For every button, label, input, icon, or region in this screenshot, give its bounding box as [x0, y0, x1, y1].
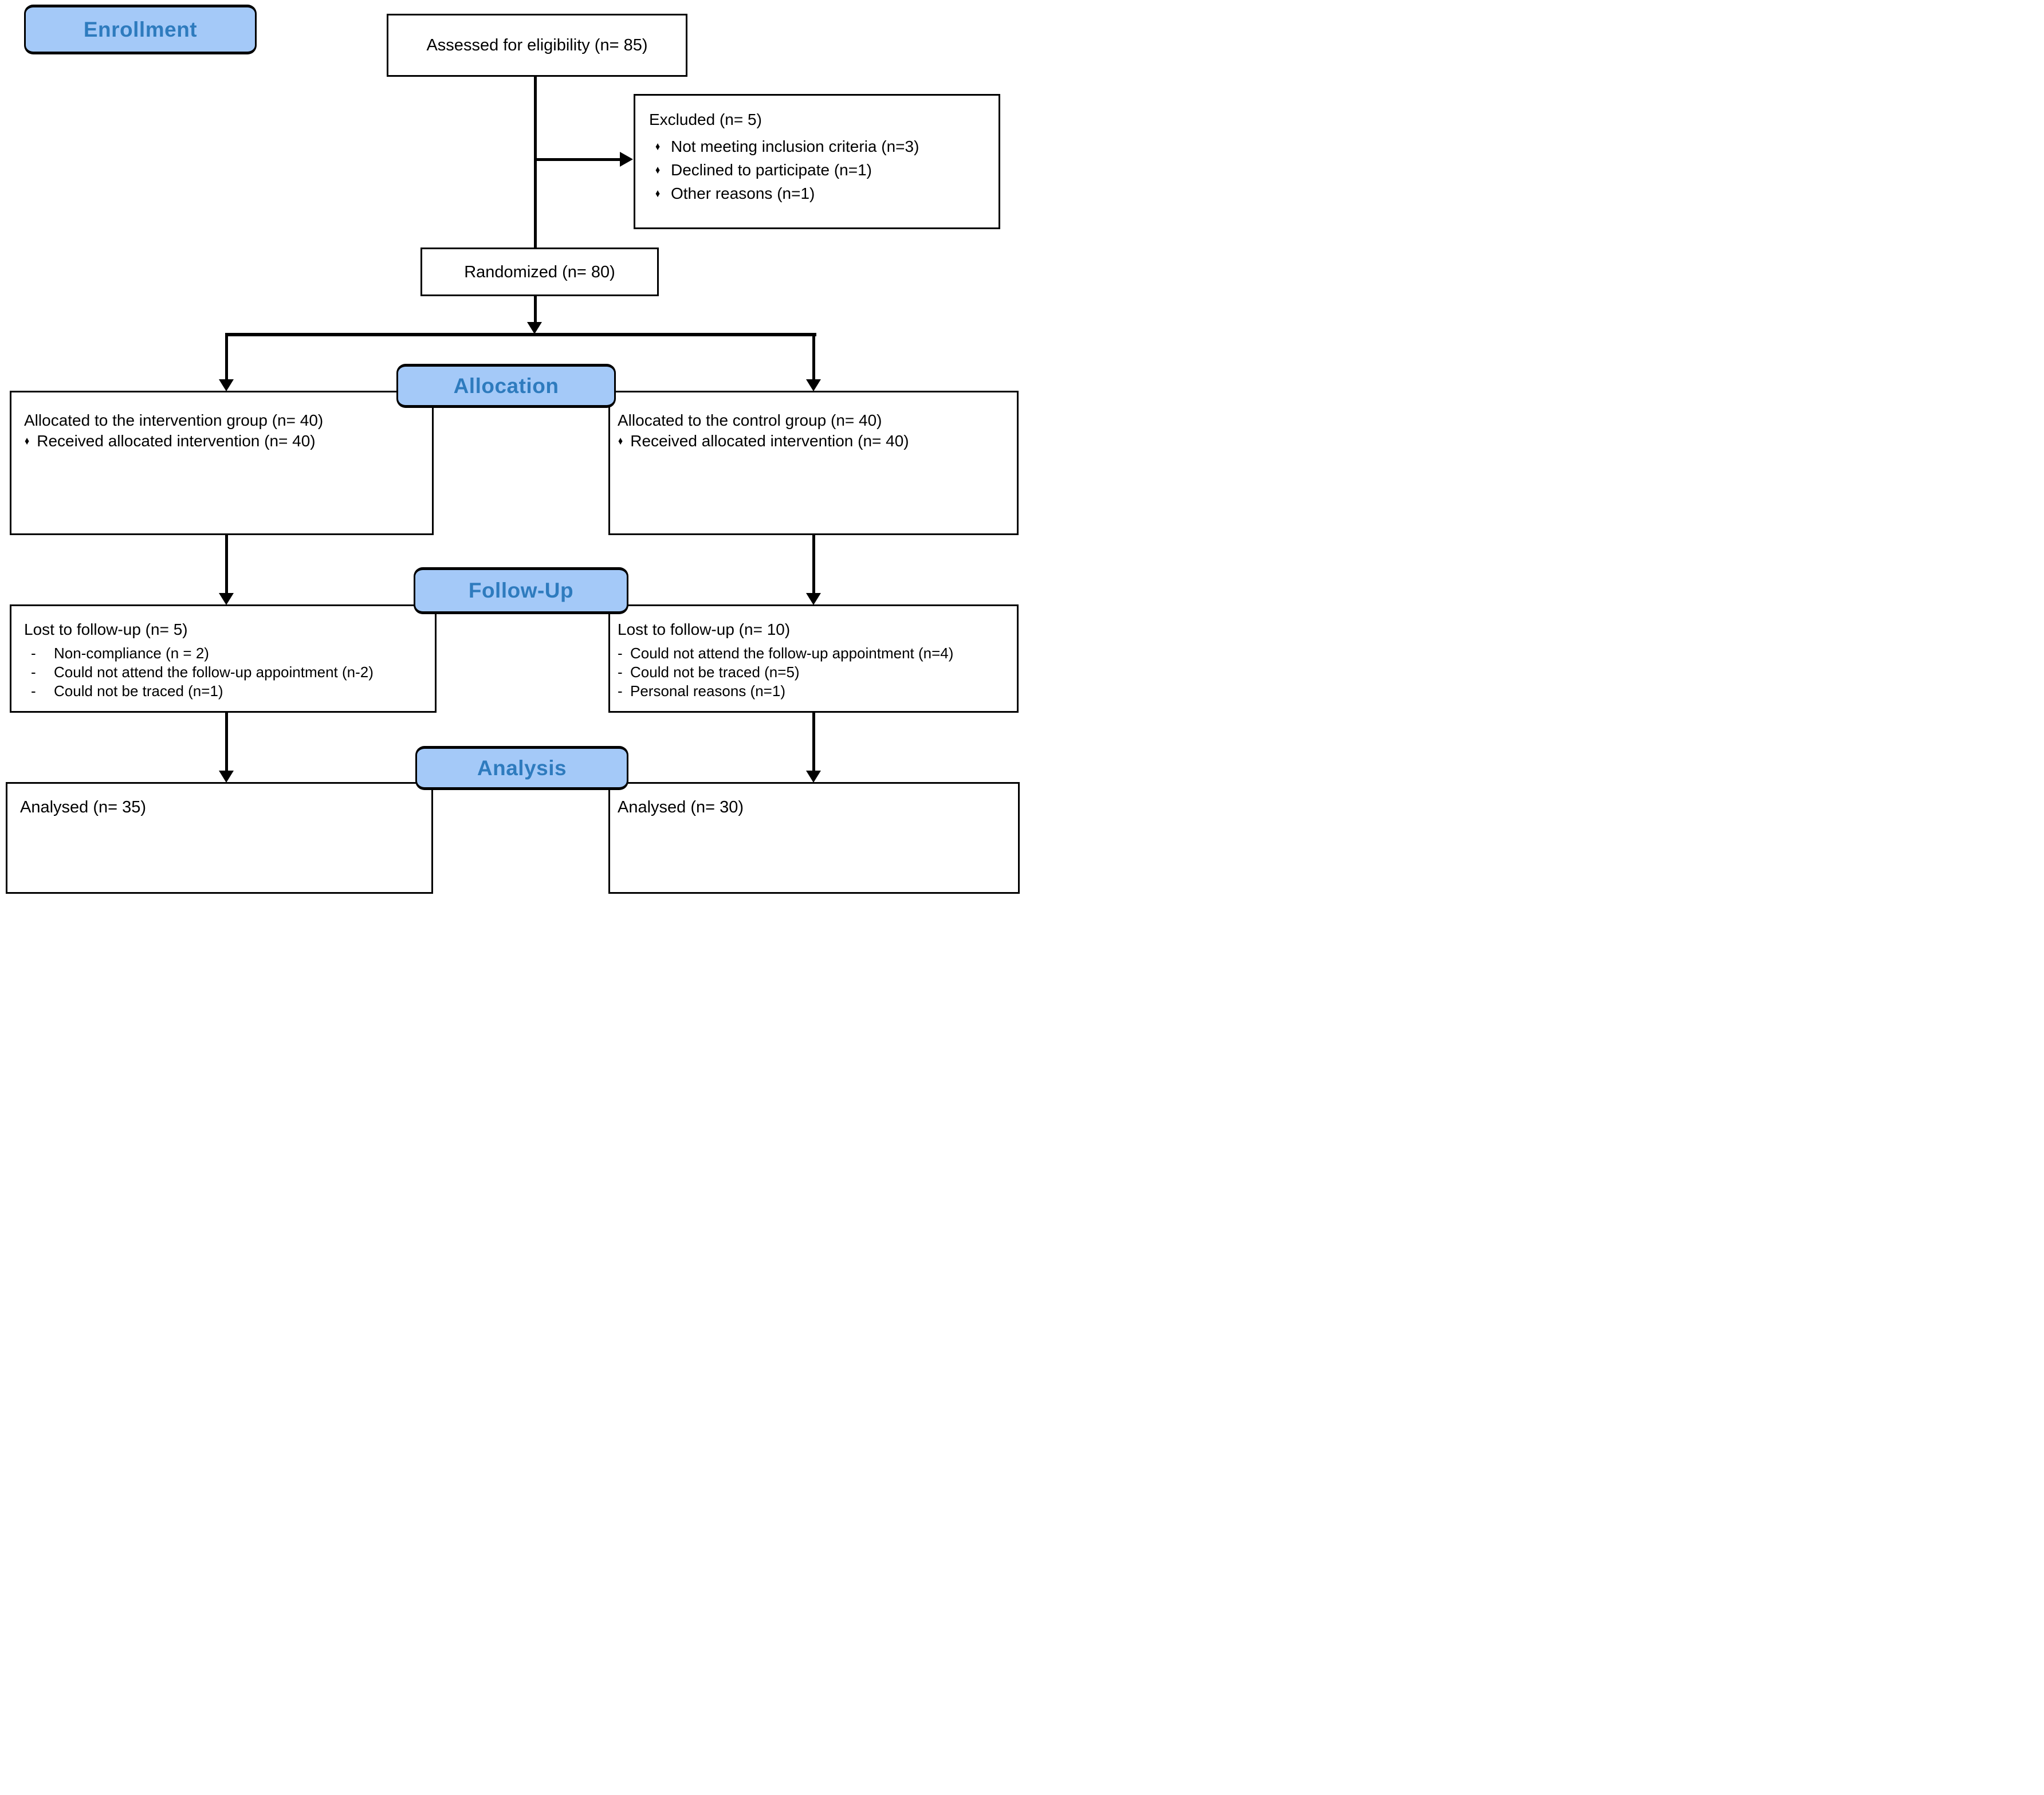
analysed-intervention-box: Analysed (n= 35) [6, 782, 433, 894]
excluded-item: ♦ Not meeting inclusion criteria (n=3) [654, 135, 999, 158]
dash-bullet-icon: - [618, 682, 623, 700]
lost-followup-item-text: Personal reasons (n=1) [630, 682, 785, 700]
followup-stage-text: Follow-Up [468, 579, 574, 602]
lost-followup-intervention-list: - Non-compliance (n = 2) - Could not att… [24, 644, 429, 701]
lost-followup-item: - Non-compliance (n = 2) [30, 644, 429, 663]
excluded-item-text: Other reasons (n=1) [671, 184, 815, 202]
lost-followup-item-text: Could not be traced (n=5) [630, 663, 800, 681]
intervention-allocation-item: ♦ Received allocated intervention (n= 40… [24, 431, 422, 451]
consort-flow-diagram: Enrollment Assessed for eligibility (n= … [0, 0, 1022, 897]
lost-followup-item-text: Could not attend the follow-up appointme… [630, 645, 954, 662]
arrowhead-followup-to-analysis-left [219, 771, 234, 783]
lost-followup-intervention-title: Lost to follow-up (n= 5) [24, 620, 188, 638]
connector-followup-to-analysis-left [225, 713, 228, 771]
intervention-allocation-item-text: Received allocated intervention (n= 40) [37, 432, 316, 450]
excluded-item: ♦ Other reasons (n=1) [654, 182, 999, 205]
connector-followup-to-analysis-right [812, 713, 815, 771]
intervention-allocation-box: Allocated to the intervention group (n= … [10, 391, 434, 535]
lost-followup-item: - Could not attend the follow-up appoint… [618, 644, 1011, 663]
analysed-control-box: Analysed (n= 30) [608, 782, 1020, 894]
analysis-stage-label: Analysis [415, 746, 628, 790]
lost-followup-control-title: Lost to follow-up (n= 10) [618, 620, 791, 638]
lost-followup-item: - Personal reasons (n=1) [618, 682, 1011, 701]
enrollment-stage-label: Enrollment [24, 5, 257, 54]
lost-followup-item: - Could not be traced (n=1) [30, 682, 429, 701]
intervention-allocation-title: Allocated to the intervention group (n= … [24, 411, 324, 429]
control-allocation-title: Allocated to the control group (n= 40) [618, 411, 882, 429]
diamond-bullet-icon: ♦ [655, 187, 661, 200]
dash-bullet-icon: - [31, 645, 36, 662]
lost-followup-control-list: - Could not attend the follow-up appoint… [618, 644, 1011, 701]
analysed-control-text: Analysed (n= 30) [618, 798, 744, 816]
enrollment-stage-text: Enrollment [83, 17, 198, 41]
split-line [225, 333, 816, 336]
connector-to-excluded [535, 158, 620, 161]
excluded-item: ♦ Declined to participate (n=1) [654, 158, 999, 182]
connector-intervention-to-followup [225, 535, 228, 593]
randomized-box: Randomized (n= 80) [420, 248, 659, 296]
connector-assessed-to-randomized [534, 77, 537, 248]
control-allocation-item: ♦ Received allocated intervention (n= 40… [618, 431, 1009, 451]
diamond-bullet-icon: ♦ [655, 140, 661, 153]
arrowhead-control-to-followup [806, 593, 821, 605]
control-allocation-box: Allocated to the control group (n= 40) ♦… [608, 391, 1019, 535]
arrowhead-split-to-control [806, 379, 821, 391]
excluded-item-text: Not meeting inclusion criteria (n=3) [671, 137, 919, 155]
arrowhead-intervention-to-followup [219, 593, 234, 605]
diamond-bullet-icon: ♦ [655, 163, 661, 176]
dash-bullet-icon: - [618, 663, 623, 681]
dash-bullet-icon: - [618, 645, 623, 662]
arrowhead-split-to-intervention [219, 379, 234, 391]
lost-followup-item: - Could not be traced (n=5) [618, 663, 1011, 682]
diamond-bullet-icon: ♦ [25, 435, 30, 447]
lost-followup-control-box: Lost to follow-up (n= 10) - Could not at… [608, 604, 1019, 713]
randomized-text: Randomized (n= 80) [464, 262, 615, 281]
analysis-stage-text: Analysis [477, 756, 567, 780]
dash-bullet-icon: - [31, 682, 36, 700]
connector-split-to-control [812, 336, 815, 379]
arrowhead-followup-to-analysis-right [806, 771, 821, 783]
excluded-box: Excluded (n= 5) ♦ Not meeting inclusion … [634, 94, 1000, 229]
assessed-eligibility-text: Assessed for eligibility (n= 85) [426, 36, 648, 54]
arrowhead-to-excluded [620, 152, 633, 167]
control-allocation-item-text: Received allocated intervention (n= 40) [630, 432, 909, 450]
arrowhead-randomized-to-split [527, 322, 542, 334]
dash-bullet-icon: - [31, 663, 36, 681]
lost-followup-item: - Could not attend the follow-up appoint… [30, 663, 429, 682]
allocation-stage-text: Allocation [453, 374, 559, 398]
connector-randomized-to-split [534, 296, 537, 322]
lost-followup-item-text: Non-compliance (n = 2) [54, 645, 209, 662]
assessed-eligibility-box: Assessed for eligibility (n= 85) [387, 14, 687, 77]
lost-followup-intervention-box: Lost to follow-up (n= 5) - Non-complianc… [10, 604, 437, 713]
followup-stage-label: Follow-Up [414, 567, 628, 614]
excluded-item-text: Declined to participate (n=1) [671, 160, 872, 179]
lost-followup-item-text: Could not be traced (n=1) [54, 682, 223, 700]
excluded-title: Excluded (n= 5) [649, 111, 762, 128]
connector-control-to-followup [812, 535, 815, 593]
lost-followup-item-text: Could not attend the follow-up appointme… [54, 663, 374, 681]
allocation-stage-label: Allocation [396, 364, 616, 408]
analysed-intervention-text: Analysed (n= 35) [20, 798, 147, 816]
diamond-bullet-icon: ♦ [618, 435, 623, 447]
connector-split-to-intervention [225, 336, 228, 379]
